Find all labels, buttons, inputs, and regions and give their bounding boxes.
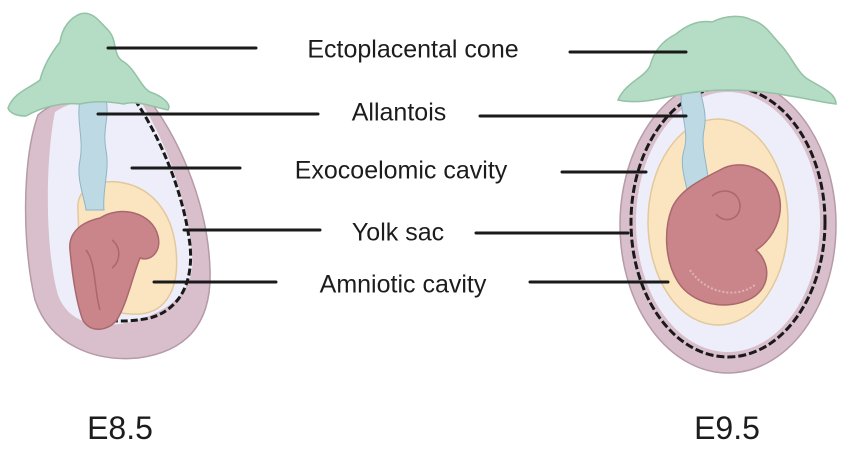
label-exocoelomic-cavity: Exocoelomic cavity (295, 159, 508, 184)
e95-embryo (618, 16, 836, 373)
label-ectoplacental-cone: Ectoplacental cone (307, 38, 518, 63)
label-allantois: Allantois (352, 101, 447, 126)
stage-label-e95: E9.5 (694, 412, 760, 444)
label-yolk-sac: Yolk sac (352, 221, 444, 246)
e85-allantois (79, 100, 107, 210)
e85-ectoplacental-cone (8, 13, 169, 116)
label-amniotic-cavity: Amniotic cavity (320, 273, 487, 298)
e85-embryo (8, 13, 210, 358)
stage-label-e85: E8.5 (87, 412, 153, 444)
